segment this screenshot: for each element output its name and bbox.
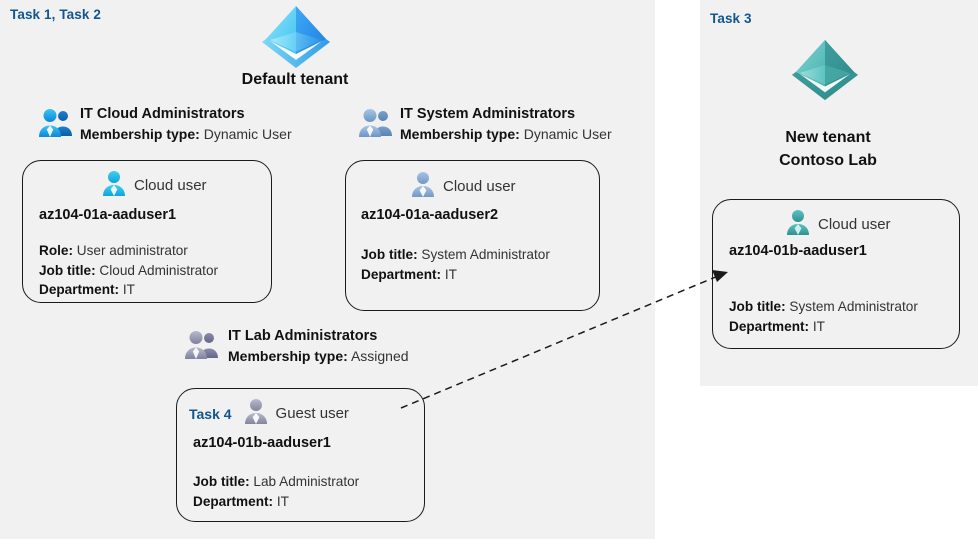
- group-membership-label: Membership type:: [80, 125, 200, 142]
- attr-value: System Administrator: [789, 299, 918, 314]
- attr-value: System Administrator: [421, 247, 550, 262]
- user-card-az104-01b-aaduser1-new-tenant: Cloud user az104-01b-aaduser1 Job title:…: [712, 199, 960, 349]
- attr-row: Department: IT: [361, 265, 550, 285]
- attr-label: Job title:: [729, 299, 786, 314]
- group-membership-label: Membership type:: [228, 347, 348, 364]
- user-card-az104-01a-aaduser2: Cloud user az104-01a-aaduser2 Job title:…: [345, 160, 600, 311]
- user-type-label: Guest user: [275, 405, 349, 422]
- card-attributes: Job title: System Administrator Departme…: [361, 245, 550, 284]
- username: az104-01a-aaduser2: [361, 207, 499, 223]
- group-membership-value: Dynamic User: [523, 125, 612, 142]
- group-name: IT Lab Administrators: [228, 328, 378, 344]
- attr-row: Job title: Lab Administrator: [193, 472, 359, 492]
- card-header: Cloud user: [785, 209, 891, 240]
- card-header: Cloud user: [101, 170, 207, 201]
- group-users-icon: [184, 330, 220, 365]
- task-label-1-2: Task 1, Task 2: [10, 7, 101, 22]
- card-attributes: Role: User administrator Job title: Clou…: [39, 241, 218, 300]
- group-membership: Membership type: Dynamic User: [400, 125, 612, 145]
- group-name: IT System Administrators: [400, 106, 576, 122]
- attr-value: IT: [444, 266, 457, 282]
- group-users-icon: [358, 108, 394, 143]
- card-attributes: Job title: System Administrator Departme…: [729, 297, 918, 336]
- group-membership-value: Dynamic User: [203, 125, 292, 142]
- attr-value: IT: [812, 318, 825, 334]
- attr-label: Department:: [729, 318, 810, 334]
- card-header: Task 4 Guest user: [189, 398, 349, 429]
- attr-label: Role:: [39, 243, 73, 258]
- tenant-title-line1: New tenant: [785, 129, 871, 146]
- attr-value: IT: [122, 282, 135, 298]
- user-icon: [101, 170, 127, 201]
- task-label-3: Task 3: [710, 11, 752, 26]
- group-name: IT Cloud Administrators: [80, 106, 245, 122]
- attr-row: Role: User administrator: [39, 241, 218, 261]
- attr-label: Job title:: [193, 474, 250, 489]
- attr-row: Job title: System Administrator: [729, 297, 918, 317]
- group-membership: Membership type: Dynamic User: [80, 125, 292, 145]
- attr-label: Department:: [193, 493, 274, 509]
- user-icon: [410, 171, 436, 202]
- card-attributes: Job title: Lab Administrator Department:…: [193, 472, 359, 511]
- attr-row: Department: IT: [39, 280, 218, 300]
- attr-row: Job title: System Administrator: [361, 245, 550, 265]
- attr-label: Job title:: [361, 247, 418, 262]
- group-membership-label: Membership type:: [400, 125, 520, 142]
- user-card-az104-01b-aaduser1-guest: Task 4 Guest user az104-01b-aaduser1 Job…: [176, 388, 425, 522]
- user-type-label: Cloud user: [134, 177, 207, 194]
- attr-row: Department: IT: [729, 317, 918, 337]
- user-type-label: Cloud user: [818, 216, 891, 233]
- username: az104-01b-aaduser1: [193, 435, 331, 451]
- tenant-title-default: Default tenant: [241, 71, 349, 88]
- user-icon: [243, 398, 269, 429]
- group-membership: Membership type: Assigned: [228, 347, 409, 367]
- attr-label: Job title:: [39, 262, 96, 278]
- user-type-label: Cloud user: [443, 178, 516, 195]
- azure-tenant-icon: [786, 36, 864, 111]
- group-users-icon: [38, 108, 74, 143]
- group-membership-value: Assigned: [350, 347, 409, 364]
- tenant-title-line2: Contoso Lab: [779, 152, 877, 170]
- card-header: Cloud user: [410, 171, 516, 202]
- attr-label: Department:: [39, 282, 120, 298]
- username: az104-01b-aaduser1: [729, 243, 867, 259]
- attr-row: Job title: Cloud Administrator: [39, 261, 218, 281]
- task-label-4: Task 4: [189, 405, 232, 422]
- user-card-az104-01a-aaduser1: Cloud user az104-01a-aaduser1 Role: User…: [22, 160, 272, 303]
- tenant-title-new: New tenant Contoso Lab: [706, 126, 950, 172]
- attr-label: Department:: [361, 266, 442, 282]
- attr-value: IT: [276, 493, 289, 509]
- username: az104-01a-aaduser1: [39, 207, 177, 223]
- attr-value: Cloud Administrator: [99, 262, 219, 278]
- azure-tenant-icon: [256, 2, 336, 79]
- attr-row: Department: IT: [193, 492, 359, 512]
- attr-value: User administrator: [76, 243, 188, 258]
- attr-value: Lab Administrator: [253, 474, 360, 489]
- user-icon: [785, 209, 811, 240]
